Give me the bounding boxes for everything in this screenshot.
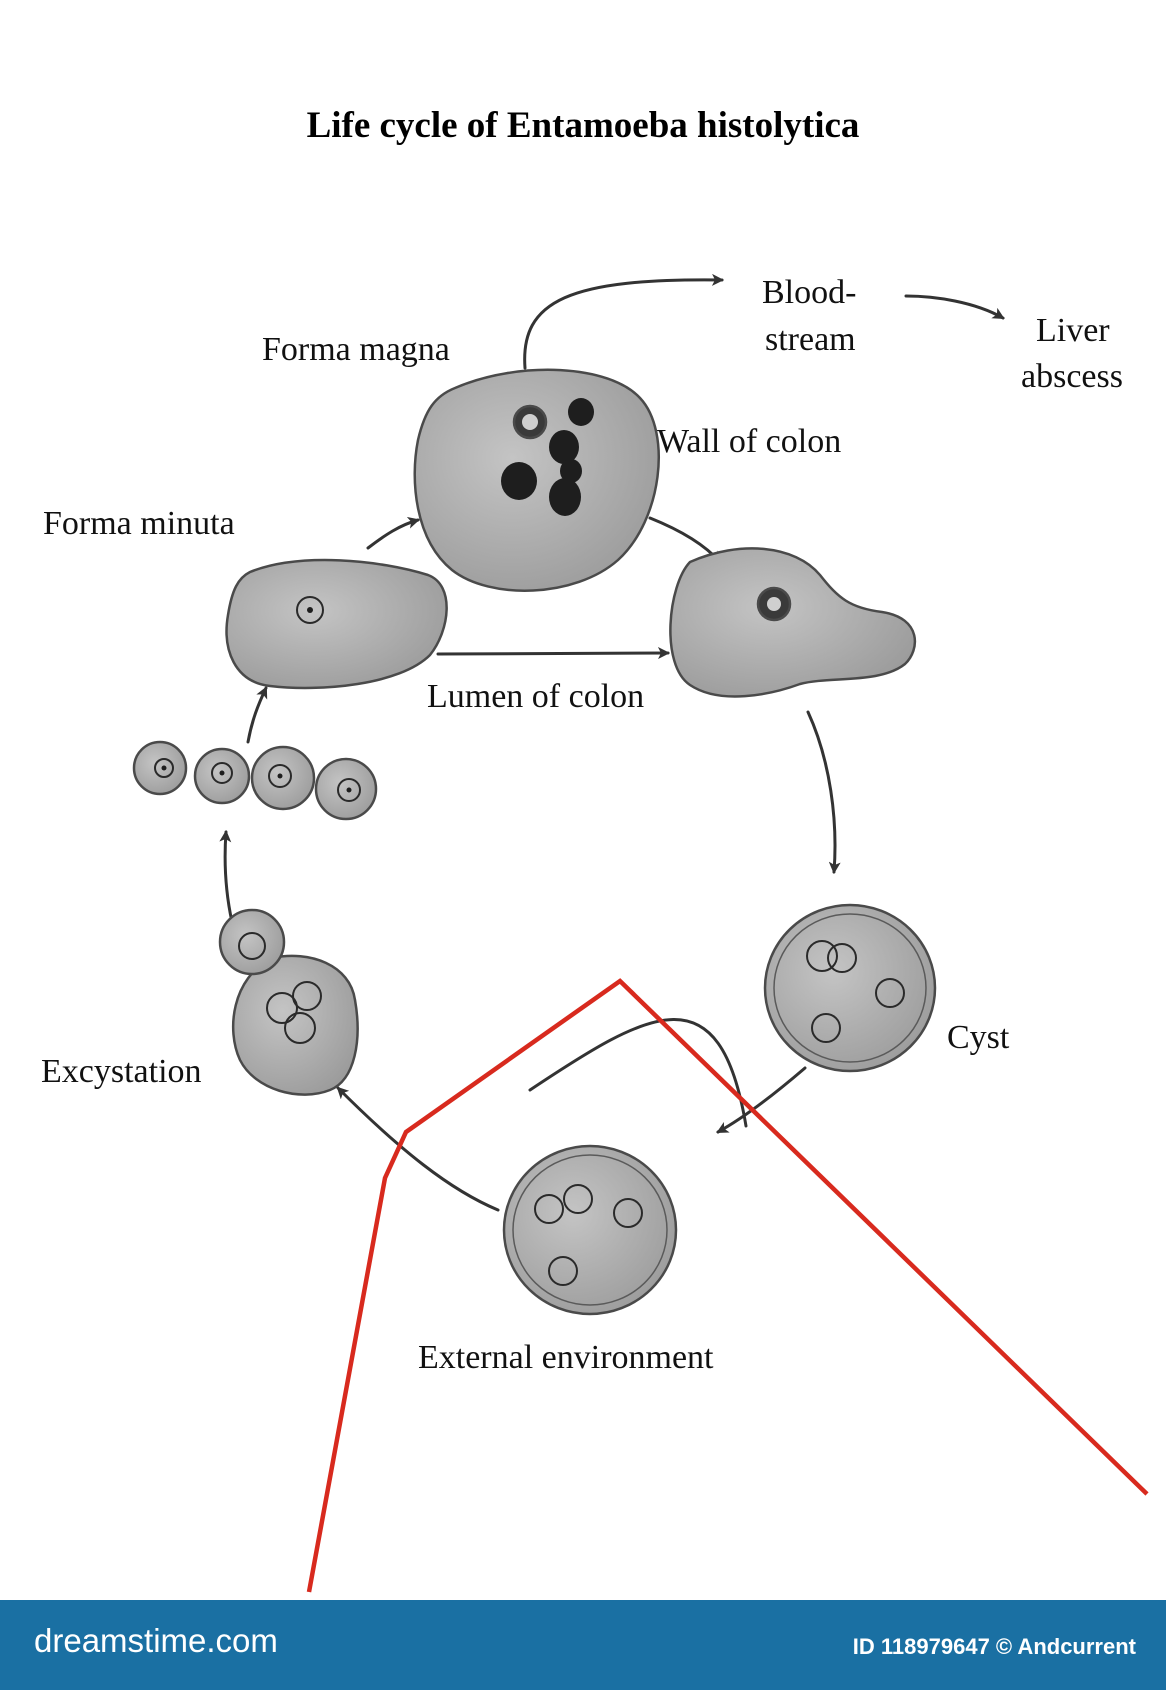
- watermark-footer: dreamstime.com ID 118979647 © Andcurrent: [0, 1600, 1166, 1690]
- label-lumen-of-colon: Lumen of colon: [427, 678, 645, 715]
- forma-magna-cell: [413, 368, 660, 592]
- label-liver-line1: Liver: [1036, 312, 1110, 349]
- arrow-minuta-to-lumen: [436, 647, 670, 660]
- forma-minuta-cell: [225, 558, 448, 690]
- red-annotation-line: [306, 978, 1149, 1593]
- arrow-cyst-to-external: [716, 1066, 807, 1134]
- cyst-cell: [763, 903, 937, 1073]
- arrow-excystation-to-small: [219, 830, 234, 924]
- label-liver-line2: abscess: [1021, 358, 1123, 395]
- label-cyst: Cyst: [947, 1019, 1010, 1056]
- label-excystation: Excystation: [41, 1053, 202, 1090]
- arrow-lumen-to-cyst: [806, 710, 841, 874]
- label-blood-stream-line2: stream: [765, 321, 856, 358]
- excystation-cell: [218, 908, 359, 1096]
- label-wall-of-colon: Wall of colon: [657, 423, 842, 460]
- lumen-cell: [669, 547, 917, 698]
- diagram-title: Life cycle of Entamoeba histolytica: [306, 105, 860, 146]
- label-blood-stream-line1: Blood-: [762, 274, 857, 311]
- arrow-small-to-minuta: [246, 686, 268, 744]
- footer-brand: dreamstime.com: [34, 1622, 278, 1659]
- arrow-to-liver: [904, 294, 1005, 320]
- label-forma-minuta: Forma minuta: [43, 505, 235, 542]
- arrow-external-to-excystation-2: [336, 1086, 500, 1212]
- label-external-environment: External environment: [418, 1339, 714, 1376]
- arrow-external-to-excystation: [528, 1018, 748, 1128]
- cycle-arrows: [219, 273, 1005, 1212]
- label-forma-magna: Forma magna: [262, 331, 450, 368]
- small-cells: [132, 740, 378, 821]
- external-cyst-cell: [502, 1144, 678, 1316]
- footer-credit: ID 118979647 © Andcurrent: [852, 1634, 1136, 1659]
- arrow-minuta-to-magna: [366, 516, 420, 550]
- arrow-to-bloodstream: [523, 273, 724, 370]
